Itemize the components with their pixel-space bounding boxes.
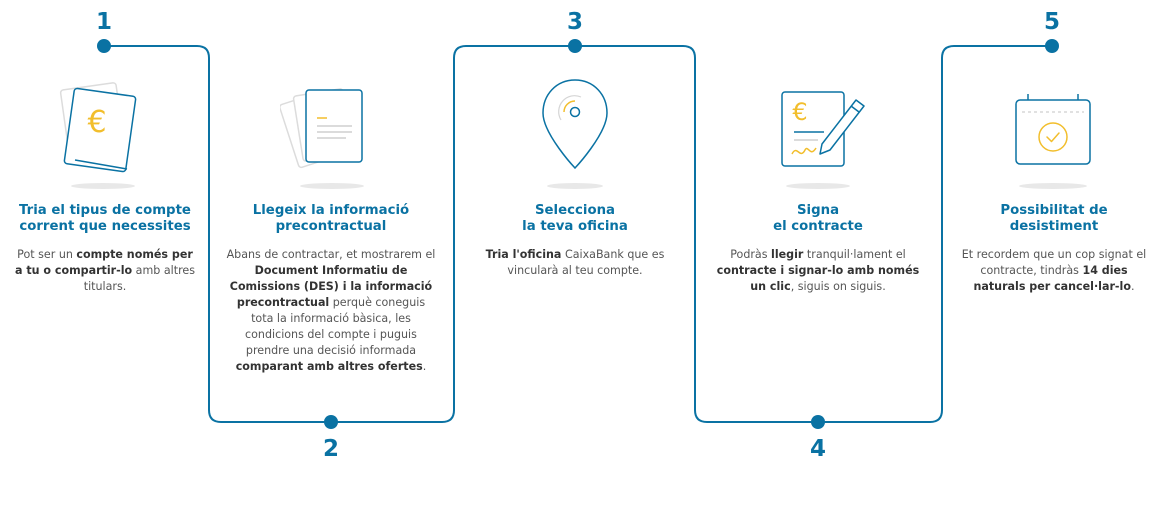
step-1-card: Tria el tipus de compte corrent que nece… [14,203,196,295]
step-3-card: Selecciona la teva oficina Tria l'oficin… [480,203,670,279]
step-4-title-line-1: Signa [796,203,840,218]
svg-text:€: € [792,98,807,126]
step-1-number: 1 [95,9,112,35]
step-1-title-line-1: Tria el tipus de compte [19,203,191,218]
step-2-number: 2 [322,436,339,462]
step-3-title-line-1: Selecciona [534,203,616,218]
location-pin-icon [542,79,608,189]
step-4-title: Signa el contracte [716,203,920,235]
step-3-title: Selecciona la teva oficina [480,203,670,235]
step-5-title: Possibilitat de desistiment [958,203,1150,235]
step-3-number: 3 [566,9,583,35]
step-2-title-line-1: Llegeix la informació [252,203,410,218]
step-2-card: Llegeix la informació precontractual Aba… [226,203,436,375]
step-5-description: Et recordem que un cop signat el contrac… [961,248,1147,293]
euro-cards-icon: € [59,82,137,189]
calendar-check-icon [1015,94,1091,189]
step-5-number: 5 [1043,9,1060,35]
step-3-title-line-2: la teva oficina [522,219,628,234]
step-5-title-line-2: desistiment [1009,219,1099,234]
step-2-node [324,415,338,429]
step-1-title-line-2: corrent que necessites [19,219,191,234]
step-3-description: Tria l'oficina CaixaBank que es vincular… [485,248,665,277]
step-1-node [97,39,111,53]
step-4-description: Podràs llegir tranquil·lament el contrac… [716,248,920,293]
step-5-node [1045,39,1059,53]
step-3-node [568,39,582,53]
step-1-description: Pot ser un compte només per a tu o compa… [14,248,195,293]
step-2-title-line-2: precontractual [275,219,387,234]
signed-contract-icon: € [781,91,865,189]
step-4-title-line-2: el contracte [773,219,863,234]
documents-icon [280,88,364,189]
step-2-description: Abans de contractar, et mostrarem el Doc… [226,248,436,373]
step-5-title-line-1: Possibilitat de [1000,203,1108,218]
step-4-node [811,415,825,429]
step-1-title: Tria el tipus de compte corrent que nece… [14,203,196,235]
step-2-title: Llegeix la informació precontractual [226,203,436,235]
step-5-card: Possibilitat de desistiment Et recordem … [958,203,1150,295]
svg-text:€: € [87,105,106,140]
step-4-card: Signa el contracte Podràs llegir tranqui… [716,203,920,295]
step-4-number: 4 [809,436,826,462]
